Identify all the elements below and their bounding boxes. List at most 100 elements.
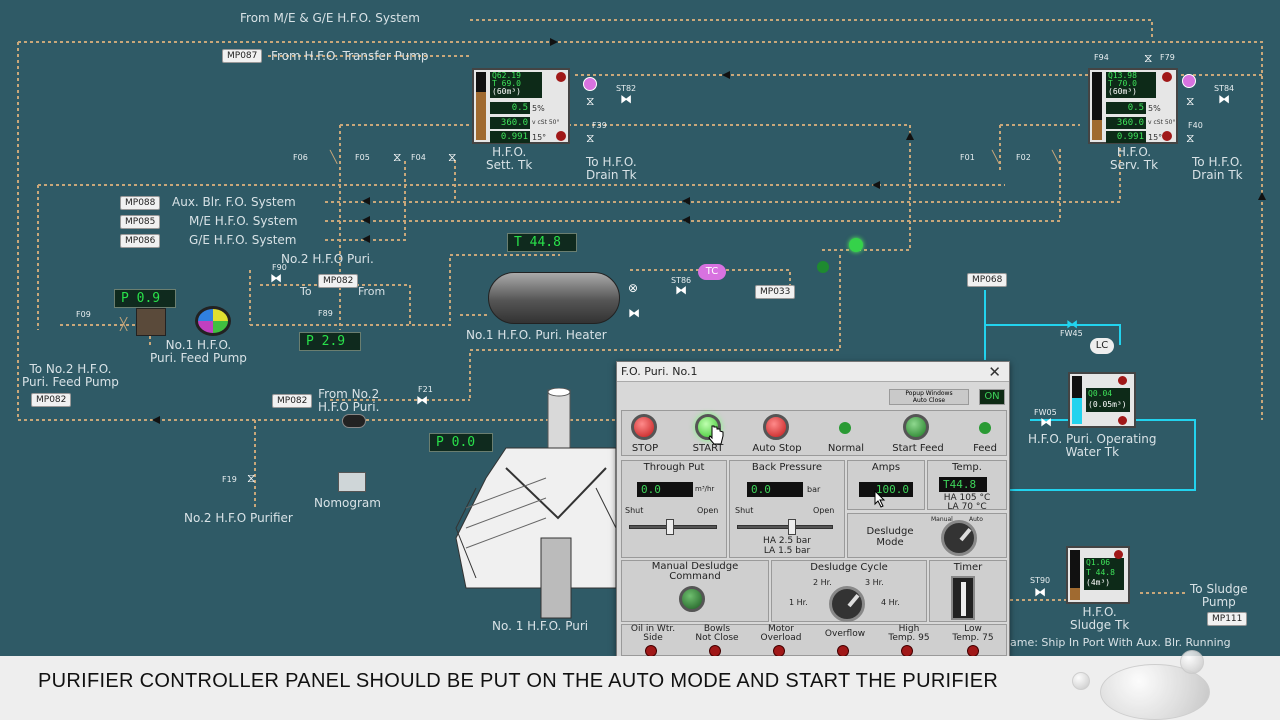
no2-puri-tag[interactable]: MP082 — [318, 274, 359, 288]
serv-scale-1: 5% — [1148, 104, 1161, 113]
valve-f39-icon[interactable]: ⧖ — [586, 131, 595, 145]
valve-serv-outlet-icon[interactable]: ⧖ — [1186, 94, 1195, 108]
start-button[interactable] — [695, 414, 721, 440]
back-pressure-value: 0.0 — [747, 482, 803, 497]
close-icon[interactable]: ✕ — [988, 363, 1001, 381]
serv-alarm-lamp — [1162, 72, 1172, 82]
flow-meter-icon[interactable] — [342, 414, 366, 428]
mp088-tag[interactable]: MP088 — [120, 196, 161, 210]
valve-f02-icon[interactable]: ╲ — [1052, 150, 1060, 164]
fo-puri-control-panel[interactable]: F.O. Puri. No.1 ✕ Popup Windows Auto Clo… — [616, 361, 1010, 657]
decorative-bubble-small — [1072, 672, 1090, 690]
sludge-tank[interactable]: Q1.06 T 44.8 (4m³) — [1066, 546, 1130, 604]
to-no2-feed-pump-label: To No.2 H.F.O. Puri. Feed Pump — [22, 362, 119, 389]
back-pressure-slider[interactable] — [737, 519, 833, 535]
mp068-tag[interactable]: MP068 — [967, 273, 1008, 287]
cycle-3hr: 3 Hr. — [865, 578, 884, 587]
tc-controller[interactable]: TC — [698, 264, 726, 280]
valve-f40-icon[interactable]: ⧖ — [1186, 131, 1195, 145]
valve-f01-label: F01 — [960, 153, 975, 162]
valve-st86-icon[interactable]: ⧓ — [675, 283, 687, 297]
valve-f21-icon[interactable]: ⧓ — [416, 393, 428, 407]
nomogram-icon[interactable] — [338, 472, 366, 492]
serv-tank[interactable]: Q13.98 T 70.0 (60m³) 0.5 360.0 0.991 5% … — [1088, 68, 1178, 144]
sett-tank[interactable]: Q62.19 T 69.0 (60m³) 0.5 360.0 0.991 5% … — [472, 68, 570, 144]
valve-sett-outlet-icon[interactable]: ⧖ — [586, 94, 595, 108]
auto-stop-button[interactable] — [763, 414, 789, 440]
valve-f79-icon[interactable]: ⧖ — [1144, 51, 1153, 65]
temp-la: LA 70 °C — [947, 502, 987, 512]
filter-icon[interactable] — [136, 308, 166, 336]
sludge-level-gauge — [1070, 550, 1080, 600]
feed-pump-label: No.1 H.F.O. Puri. Feed Pump — [150, 338, 247, 365]
heater-outlet-temp-display: T 44.8 — [507, 233, 577, 252]
timer-switch[interactable] — [951, 576, 975, 620]
heater-vessel[interactable] — [488, 272, 620, 324]
nomogram-label[interactable]: Nomogram — [314, 496, 381, 510]
popup-auto-close-toggle[interactable]: ON — [979, 389, 1005, 405]
mp033-tag[interactable]: MP033 — [755, 285, 796, 299]
operating-water-tank[interactable]: Q0.04 (0.05m³) — [1068, 372, 1136, 428]
op-water-vol: (0.05m³) — [1088, 400, 1127, 409]
me-system-label: M/E H.F.O. System — [189, 214, 298, 228]
valve-st84-icon[interactable]: ⧓ — [1218, 92, 1230, 106]
sludge-t: T 44.8 — [1086, 568, 1115, 577]
panel-titlebar[interactable]: F.O. Puri. No.1 ✕ — [617, 362, 1009, 382]
mp085-tag[interactable]: MP085 — [120, 215, 161, 229]
button-row — [621, 410, 1007, 456]
feed-pump-discharge-display: P 2.9 — [299, 332, 361, 351]
throughput-unit: m³/hr — [695, 485, 715, 493]
valve-st86-label: ST86 — [671, 276, 692, 285]
stop-button[interactable] — [631, 414, 657, 440]
feed-pump-icon[interactable] — [195, 306, 231, 336]
start-feed-button[interactable] — [903, 414, 929, 440]
throughput-slider[interactable] — [629, 519, 717, 535]
desludge-cycle-selector[interactable] — [829, 586, 865, 622]
manual-desludge-button[interactable] — [679, 586, 705, 612]
lc-controller[interactable]: LC — [1090, 338, 1114, 354]
valve-f06-icon[interactable]: ╲ — [330, 150, 338, 164]
valve-fw45-icon[interactable]: ⧓ — [1066, 317, 1078, 331]
sett-heater-indicator[interactable] — [583, 77, 597, 91]
steam-control-valve-icon[interactable]: ⊗ — [628, 281, 639, 295]
valve-st82-icon[interactable]: ⧓ — [620, 92, 632, 106]
back-pressure-box — [729, 460, 845, 558]
serv-value-2: 360.0 — [1106, 117, 1146, 129]
valve-f40-label: F40 — [1188, 121, 1203, 130]
heater-drain-valve-icon[interactable]: ⧓ — [628, 306, 640, 320]
valve-f05-icon[interactable]: ⧖ — [393, 150, 402, 164]
op-water-level-gauge — [1072, 376, 1082, 424]
mp086-tag[interactable]: MP086 — [120, 234, 161, 248]
to-no2-feed-tag[interactable]: MP082 — [31, 393, 72, 407]
valve-fw05-icon[interactable]: ⧓ — [1040, 415, 1052, 429]
alarm-low-temp-label: Low Temp. 75 — [952, 624, 994, 643]
valve-f01-icon[interactable]: ╲ — [992, 150, 1000, 164]
from-me-ge-system-label: From M/E & G/E H.F.O. System — [240, 11, 420, 25]
valve-f09-label: F09 — [76, 310, 91, 319]
back-pressure-slider-thumb[interactable] — [788, 519, 796, 535]
serv-heater-indicator[interactable] — [1182, 74, 1196, 88]
green-indicator-lamp — [849, 238, 863, 252]
valve-f39-label: F39 — [592, 121, 607, 130]
valve-st90-icon[interactable]: ⧓ — [1034, 585, 1046, 599]
throughput-slider-thumb[interactable] — [666, 519, 674, 535]
mp111-tag[interactable]: MP111 — [1207, 612, 1248, 626]
sett-q: Q62.19 — [492, 71, 521, 80]
serv-value-1: 0.5 — [1106, 102, 1146, 114]
mp087-tag[interactable]: MP087 — [222, 49, 263, 63]
alarm-bowls-not-close-label: Bowls Not Close — [695, 624, 739, 643]
valve-f19-icon[interactable]: ⧖ — [247, 471, 256, 485]
operating-water-tank-label: H.F.O. Puri. Operating Water Tk — [1028, 432, 1157, 459]
purifier-illustration[interactable] — [446, 388, 616, 620]
no2-puri-title: No.2 H.F.O Puri. — [281, 252, 374, 266]
from-no2-tag[interactable]: MP082 — [272, 394, 313, 408]
valve-f90-icon[interactable]: ⧓ — [270, 271, 282, 285]
sludge-vol: (4m³) — [1086, 578, 1111, 587]
valve-f04-icon[interactable]: ⧖ — [448, 150, 457, 164]
desludge-mode-selector[interactable] — [941, 520, 977, 556]
sett-t: T 69.0 — [492, 79, 521, 88]
three-way-valve-icon[interactable] — [817, 261, 829, 273]
desludge-mode-label: Desludge Mode — [866, 526, 914, 548]
mouse-pointer-icon — [708, 425, 724, 445]
valve-f09-icon[interactable]: ╳ — [120, 317, 128, 331]
